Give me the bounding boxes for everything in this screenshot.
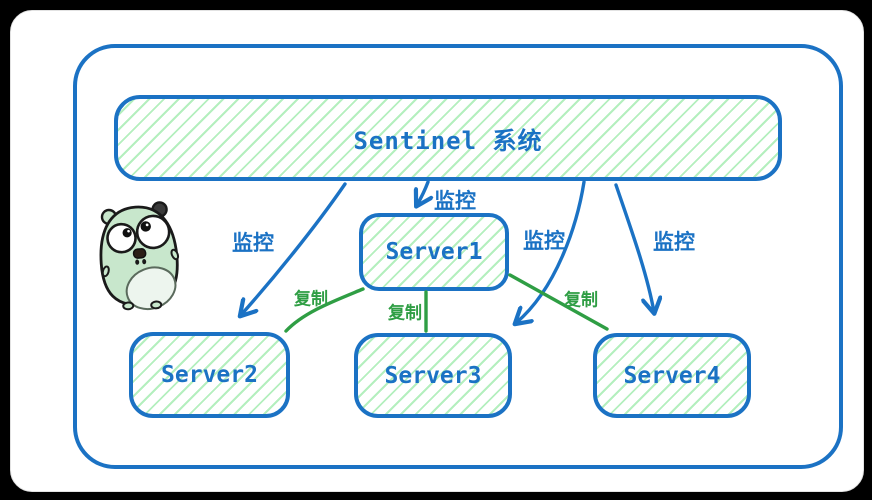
node-sentinel-label: Sentinel 系统 bbox=[353, 126, 543, 155]
edge-label-monitor-server4: 监控 bbox=[653, 230, 695, 254]
node-sentinel-system: Sentinel 系统 bbox=[114, 95, 782, 181]
node-server4-label: Server4 bbox=[623, 362, 721, 389]
node-server1: Server1 bbox=[359, 213, 509, 291]
node-server1-label: Server1 bbox=[385, 239, 483, 265]
edge-label-replicate-server2: 复制 bbox=[294, 289, 328, 310]
whiteboard-card: Sentinel 系统 Server1 Server2 Server3 Serv… bbox=[10, 10, 864, 492]
node-server4: Server4 bbox=[593, 333, 751, 418]
edge-label-monitor-server2: 监控 bbox=[232, 231, 274, 255]
go-gopher-icon bbox=[99, 201, 180, 311]
node-server2-label: Server2 bbox=[161, 362, 258, 388]
edge-label-replicate-server4: 复制 bbox=[564, 290, 598, 311]
node-server2: Server2 bbox=[129, 332, 290, 418]
edge-label-replicate-server3: 复制 bbox=[388, 303, 422, 324]
edge-label-monitor-server1: 监控 bbox=[434, 189, 476, 213]
node-server3: Server3 bbox=[354, 333, 512, 418]
node-server3-label: Server3 bbox=[384, 362, 482, 389]
edge-label-monitor-server3: 监控 bbox=[523, 229, 565, 253]
